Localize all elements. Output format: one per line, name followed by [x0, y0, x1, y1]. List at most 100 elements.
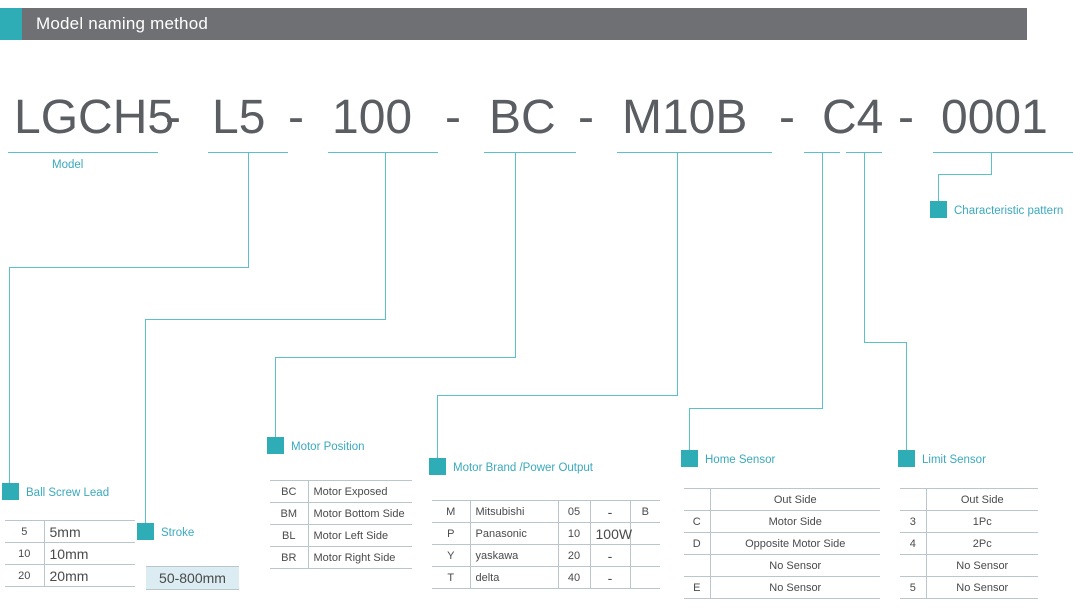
cell-lead-code: 20: [5, 564, 44, 587]
cell-home-code: E: [684, 576, 710, 599]
cell-motorpos-desc: Motor Bottom Side: [307, 502, 412, 525]
code-segment-sensors: C4: [822, 91, 884, 144]
cell-brand-code: P: [432, 522, 470, 545]
code-separator-6: -: [898, 91, 914, 144]
table-row: 5 No Sensor: [900, 576, 1038, 599]
cell-limit-code: 5: [900, 576, 926, 599]
table-row-group-header: Out Side: [900, 488, 1038, 511]
cell-home-group2-header: No Sensor: [709, 554, 880, 577]
table-limit-sensor: Out Side 3 1Pc 4 2Pc No Sensor 5 No Sens…: [900, 488, 1038, 599]
cell-power-code: 05: [557, 500, 590, 523]
cell-home-code: D: [684, 532, 710, 555]
connector-lead-v2: [9, 267, 10, 483]
table-motor-position: BC Motor Exposed BM Motor Bottom Side BL…: [270, 480, 412, 569]
callout-label-motor-brand: Motor Brand /Power Output: [453, 462, 593, 474]
cell-limit-code: 3: [900, 510, 926, 533]
cell-power-code: 10: [557, 522, 590, 545]
table-row: T delta 40 -: [432, 566, 660, 589]
table-row: 4 2Pc: [900, 532, 1038, 555]
connector-motorpos-v2: [275, 357, 276, 437]
cell-motorpos-code: BM: [270, 502, 308, 525]
table-row: D Opposite Motor Side: [684, 532, 880, 555]
connector-home-v1: [822, 152, 823, 408]
cell-motorpos-desc: Motor Right Side: [307, 546, 412, 569]
callout-label-stroke: Stroke: [161, 527, 195, 539]
cell-limit-code: 4: [900, 532, 926, 555]
cell-home-desc: Opposite Motor Side: [709, 532, 880, 555]
cell-limit-group1-spacer: [900, 488, 926, 511]
cell-limit-desc: No Sensor: [925, 576, 1038, 599]
cell-brand-code: T: [432, 566, 470, 589]
header-accent-block: [0, 8, 22, 40]
code-segment-model: LGCH5: [14, 91, 175, 144]
table-row: 5 5mm: [5, 520, 135, 543]
table-row: 10 10mm: [5, 542, 135, 565]
code-separator-3: -: [445, 91, 461, 144]
marker-home-sensor: [681, 450, 698, 467]
code-separator-5: -: [779, 91, 795, 144]
cell-home-group2-spacer: [684, 554, 710, 577]
cell-brand-code: Y: [432, 544, 470, 567]
page-title: Model naming method: [36, 14, 209, 33]
cell-limit-group1-header: Out Side: [925, 488, 1038, 511]
connector-lead-h: [9, 267, 249, 268]
table-row-group-header: Out Side: [684, 488, 880, 511]
cell-limit-group2-spacer: [900, 554, 926, 577]
table-row: Y yaskawa 20 -: [432, 544, 660, 567]
connector-brand-v1: [677, 152, 678, 395]
marker-limit-sensor: [898, 450, 915, 467]
code-segment-motor-brand: M10B: [622, 91, 748, 144]
connector-pattern-v2: [938, 174, 939, 201]
cell-home-group1-spacer: [684, 488, 710, 511]
header-bar: [0, 8, 1027, 40]
table-ball-screw-lead: 5 5mm 10 10mm 20 20mm: [5, 520, 135, 587]
cell-power-value: -: [589, 566, 630, 589]
table-row-group-header: No Sensor: [900, 554, 1038, 577]
marker-motor-brand: [429, 458, 446, 475]
connector-home-v2: [689, 408, 690, 450]
cell-brand-name: delta: [469, 566, 558, 589]
connector-lead-v1: [248, 152, 249, 267]
callout-label-characteristic-pattern: Characteristic pattern: [954, 205, 1064, 217]
code-segment-pattern: 0001: [941, 91, 1048, 144]
code-separator-4: -: [578, 91, 594, 144]
connector-limit-v2: [906, 342, 907, 450]
cell-motorpos-code: BL: [270, 524, 308, 547]
cell-motorpos-code: BC: [270, 480, 308, 503]
leader-underline-pattern: [933, 152, 1073, 153]
connector-brand-v2: [437, 395, 438, 458]
table-row: BC Motor Exposed: [270, 480, 412, 503]
cell-home-desc: No Sensor: [709, 576, 880, 599]
cell-power-value: -: [589, 500, 630, 523]
connector-stroke-v2: [145, 319, 146, 523]
stroke-value-box: 50-800mm: [146, 566, 239, 590]
connector-home-h: [689, 408, 823, 409]
cell-lead-code: 10: [5, 542, 44, 565]
cell-power-value: 100W: [589, 522, 632, 545]
code-segment-motor-position: BC: [489, 91, 556, 144]
callout-label-home-sensor: Home Sensor: [705, 454, 776, 466]
cell-power-code: 40: [557, 566, 590, 589]
table-row: BR Motor Right Side: [270, 546, 412, 569]
cell-limit-desc: 2Pc: [925, 532, 1038, 555]
table-row: 3 1Pc: [900, 510, 1038, 533]
cell-limit-group2-header: No Sensor: [925, 554, 1038, 577]
code-segment-stroke: 100: [332, 91, 413, 144]
cell-brand-name: yaskawa: [469, 544, 558, 567]
cell-brand-suffix: [629, 544, 660, 567]
table-row: E No Sensor: [684, 576, 880, 599]
cell-power-code: 20: [557, 544, 590, 567]
cell-home-code: C: [684, 510, 710, 533]
marker-characteristic-pattern: [930, 201, 947, 218]
table-row: P Panasonic 10 100W: [432, 522, 660, 545]
cell-brand-suffix: [629, 522, 660, 545]
cell-brand-suffix: B: [629, 500, 660, 523]
leader-underline-stroke: [328, 152, 438, 153]
marker-ball-screw-lead: [2, 483, 19, 500]
connector-limit-v1: [864, 152, 865, 342]
connector-brand-h: [437, 395, 678, 396]
cell-power-value: -: [589, 544, 630, 567]
connector-stroke-v1: [385, 152, 386, 319]
connector-limit-h: [864, 342, 906, 343]
